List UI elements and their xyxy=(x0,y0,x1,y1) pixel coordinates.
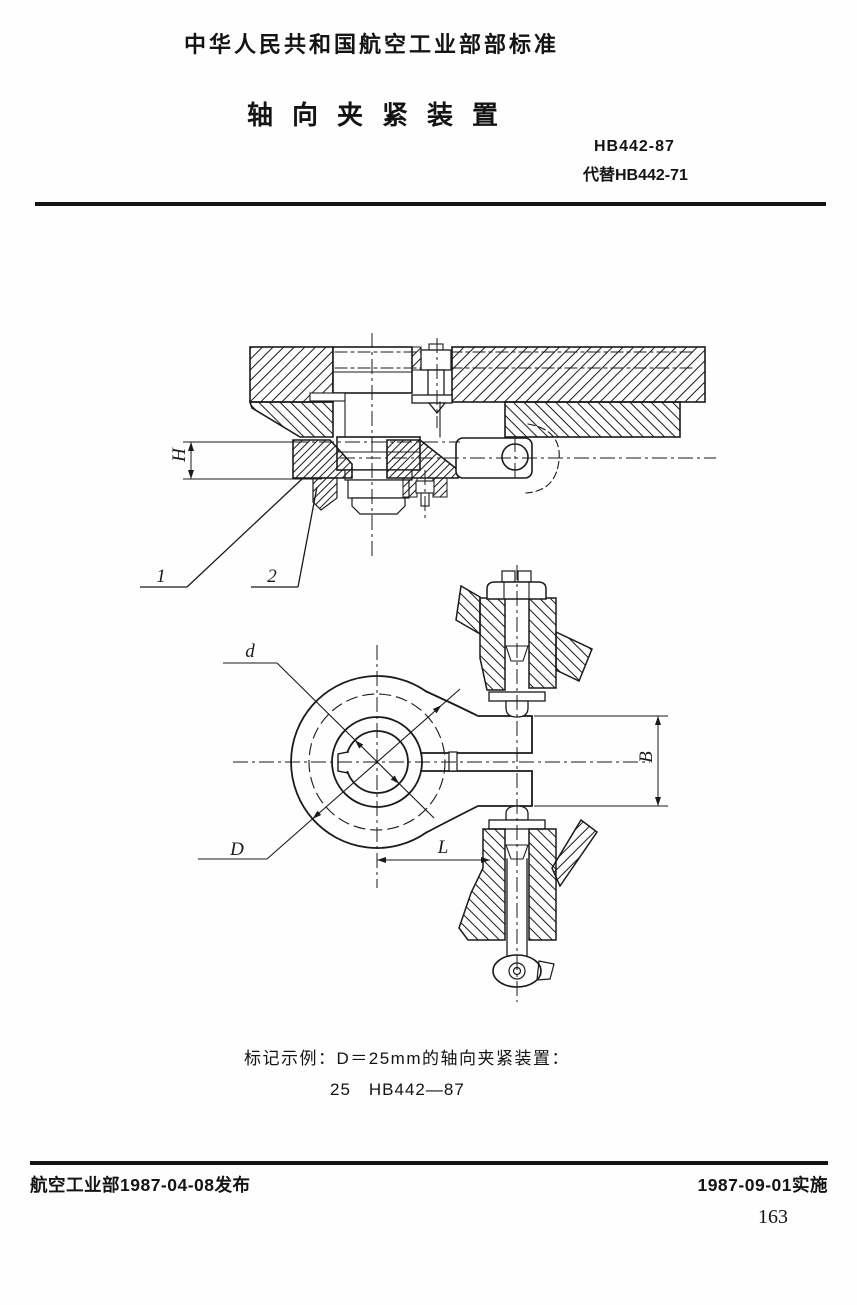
dim-label-d: d xyxy=(245,641,255,662)
page-title: 轴向夹紧装置 xyxy=(247,100,518,130)
dimension-B: B xyxy=(534,715,668,807)
upper-section-view xyxy=(248,343,706,515)
clamp-bolt-sections xyxy=(455,570,599,988)
dimension-L: L xyxy=(377,837,490,863)
dim-label-L: L xyxy=(437,837,449,858)
supersedes-note: 代替HB442-71 xyxy=(583,167,688,184)
marking-example-line1: 标记示例：D＝25mm的轴向夹紧装置： xyxy=(244,1049,571,1068)
upper-centerlines xyxy=(293,333,716,558)
standard-code: HB442-87 xyxy=(594,138,675,155)
dim-label-H: H xyxy=(169,447,190,463)
lower-centerlines xyxy=(233,565,650,1002)
footer-divider xyxy=(30,1161,828,1165)
dimension-H: H xyxy=(169,441,322,480)
dim-label-D: D xyxy=(229,839,244,860)
footer-effective-date: 1987-09-01实施 xyxy=(697,1175,828,1195)
marking-example-line2: 25 HB442—87 xyxy=(330,1080,465,1099)
dimension-d-D: d D xyxy=(198,641,461,860)
callout-label-2: 2 xyxy=(267,566,277,587)
callout-label-1: 1 xyxy=(156,566,166,587)
dim-label-B: B xyxy=(636,751,657,763)
part-callouts: 1 2 xyxy=(140,478,318,588)
header-divider xyxy=(35,202,826,206)
footer-issue-date: 航空工业部1987-04-08发布 xyxy=(30,1175,251,1195)
document-header: 中华人民共和国航空工业部部标准 xyxy=(184,32,560,57)
page-number: 163 xyxy=(758,1206,788,1228)
